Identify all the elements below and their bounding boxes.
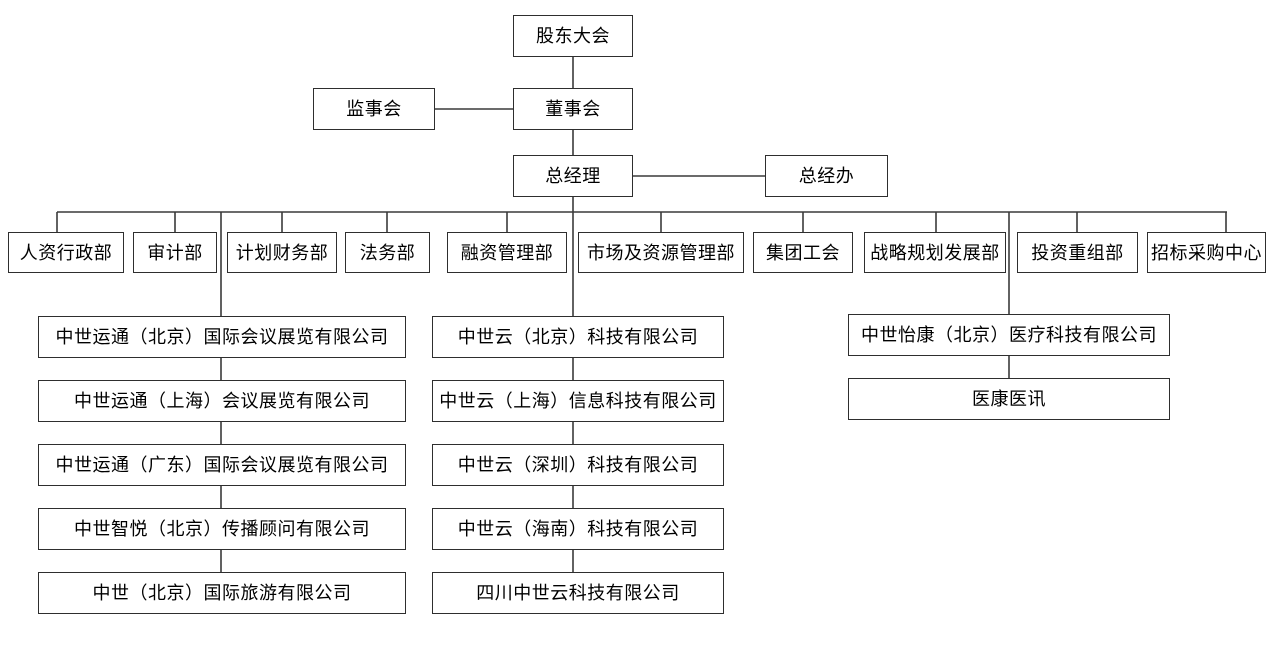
node-general-manager: 总经理 [513,155,633,197]
subsidiary-box: 中世云（海南）科技有限公司 [432,508,724,550]
subsidiary-box: 中世怡康（北京）医疗科技有限公司 [848,314,1170,356]
dept-planning-finance: 计划财务部 [227,232,337,273]
subsidiary-box: 中世云（北京）科技有限公司 [432,316,724,358]
node-board-of-directors: 董事会 [513,88,633,130]
dept-market-resources: 市场及资源管理部 [578,232,744,273]
subsidiary-box: 中世运通（北京）国际会议展览有限公司 [38,316,406,358]
node-shareholders-meeting: 股东大会 [513,15,633,57]
dept-investment-restructuring: 投资重组部 [1017,232,1138,273]
subsidiary-box: 中世智悦（北京）传播顾问有限公司 [38,508,406,550]
subsidiary-box: 中世云（深圳）科技有限公司 [432,444,724,486]
dept-hr-admin: 人资行政部 [8,232,124,273]
subsidiary-box: 中世运通（广东）国际会议展览有限公司 [38,444,406,486]
subsidiary-box: 中世（北京）国际旅游有限公司 [38,572,406,614]
dept-strategy-development: 战略规划发展部 [864,232,1006,273]
subsidiary-box: 四川中世云科技有限公司 [432,572,724,614]
node-supervisory-board: 监事会 [313,88,435,130]
dept-financing-management: 融资管理部 [447,232,567,273]
dept-legal: 法务部 [345,232,430,273]
dept-audit: 审计部 [133,232,217,273]
subsidiary-box: 中世云（上海）信息科技有限公司 [432,380,724,422]
node-general-manager-office: 总经办 [765,155,888,197]
dept-bidding-procurement: 招标采购中心 [1147,232,1266,273]
subsidiary-box: 医康医讯 [848,378,1170,420]
dept-group-union: 集团工会 [753,232,853,273]
subsidiary-box: 中世运通（上海）会议展览有限公司 [38,380,406,422]
